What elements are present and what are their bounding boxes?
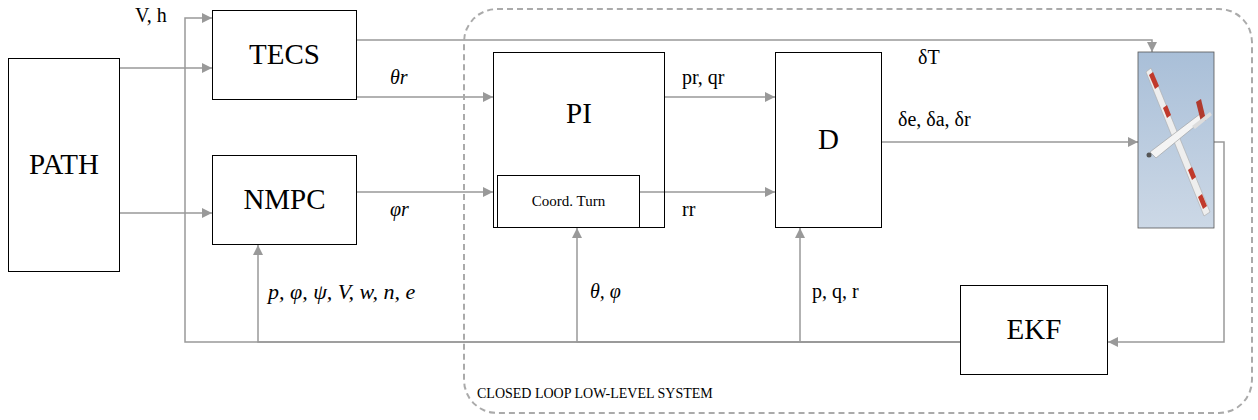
box-label: NMPC [243, 183, 325, 216]
process-box: PATH [8, 58, 120, 272]
signal-arrow [577, 228, 960, 342]
box-label: PATH [29, 148, 99, 181]
process-box: NMPC [212, 155, 357, 245]
process-box: TECS [212, 10, 357, 100]
signal-label: p, φ, ψ, V, w, n, e [266, 279, 417, 304]
surface-wire [882, 141, 1138, 143]
box-label: D [818, 123, 839, 156]
box-label: TECS [249, 38, 320, 71]
signal-label: rr [680, 198, 697, 221]
process-box: Coord. Turn [497, 175, 640, 228]
signal-label: δe, δa, δr [896, 108, 973, 131]
subsystem-region: CLOSED LOOP LOW-LEVEL SYSTEM PI Coord. Tur… [463, 8, 1253, 414]
signal-arrow [357, 191, 493, 193]
signal-label: pr, qr [680, 66, 727, 89]
signal-label: δT [916, 46, 942, 69]
box-label: CLOSED LOOP LOW-LEVEL SYSTEM [477, 386, 713, 402]
signal-arrow [120, 212, 212, 214]
signal-arrow [357, 96, 493, 98]
signal-arrow [185, 18, 960, 342]
signal-arrow [800, 228, 960, 342]
signal-label: θ, φ [588, 280, 623, 303]
signal-label: V, h [133, 4, 169, 27]
process-box: PI Coord. Turn [493, 52, 665, 228]
process-box: D [775, 52, 882, 228]
signal-arrow [120, 67, 212, 69]
throttle-wire [357, 40, 1152, 52]
signal-label: θr [388, 66, 410, 89]
process-box: EKF [960, 285, 1108, 375]
signal-arrow [258, 245, 960, 342]
signal-arrow [665, 96, 775, 98]
signal-arrow [640, 191, 775, 193]
aircraft-photo [1138, 52, 1214, 228]
box-label: Coord. Turn [532, 193, 605, 210]
signal-label: φr [388, 198, 411, 221]
box-label: PI [494, 97, 664, 130]
box-label: EKF [1007, 313, 1062, 346]
signal-label: p, q, r [810, 280, 861, 303]
